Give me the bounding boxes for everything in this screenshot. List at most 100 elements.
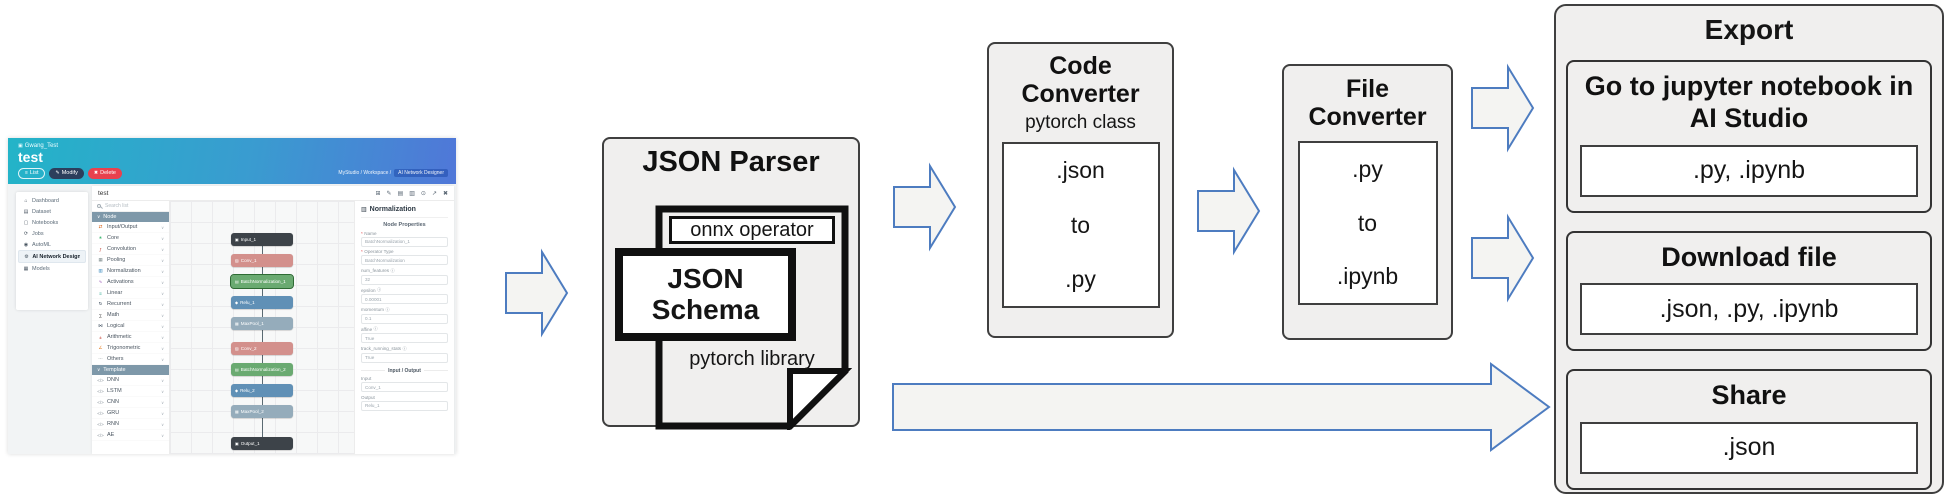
property-input[interactable]: True — [361, 352, 448, 363]
palette-item[interactable]: </> DNN — [92, 375, 169, 386]
graph-node[interactable]: ▤ BatchNormalization_2 — [231, 363, 293, 376]
chevron-down-icon — [161, 291, 164, 296]
palette-item[interactable]: ≡ Linear — [92, 288, 169, 299]
graph-node[interactable]: ▦ MaxPool_1 — [231, 317, 293, 330]
palette-item-label: Normalization — [107, 268, 141, 274]
graph-node[interactable]: ◆ Relu_1 — [231, 296, 293, 309]
graph-node[interactable]: ▦ MaxPool_2 — [231, 405, 293, 418]
sidebar-item[interactable]: ⟳ Jobs — [18, 228, 86, 239]
info-icon — [377, 287, 381, 293]
sidebar-item-label: Dataset — [32, 208, 51, 215]
palette-item-icon: ∠ — [98, 345, 103, 350]
app-sidebar: ⌂ Dashboard ▤ Dataset ▢ Notebooks ⟳ — [16, 192, 88, 310]
canvas-toolbar-icon[interactable]: ✎ — [386, 190, 392, 197]
canvas-toolbar-icon[interactable]: ▥ — [409, 190, 415, 197]
breadcrumb-current[interactable]: AI Network Designer — [394, 169, 448, 177]
app-header: ▣ Gwang_Test test ≡ List ✎ Modify — [8, 138, 456, 184]
property-field: Name BatchNormalization_1 — [361, 231, 448, 247]
property-input[interactable]: 32 — [361, 274, 448, 285]
palette-item-label: Convolution — [107, 246, 137, 252]
palette-item[interactable]: </> RNN — [92, 419, 169, 430]
palette-search-input[interactable]: Search list — [92, 201, 169, 212]
io-section-heading: Input / Output — [361, 368, 448, 374]
graph-node[interactable]: ▨ Conv_2 — [231, 342, 293, 355]
palette-item[interactable]: ± Arithmetic — [92, 332, 169, 343]
property-label: Input — [361, 376, 372, 381]
palette-item-icon: </> — [97, 388, 104, 394]
io-field: Input Conv_1 — [361, 376, 448, 392]
export-title: Export — [1704, 14, 1794, 45]
property-input[interactable]: Relu_1 — [361, 400, 448, 411]
palette-item[interactable]: ƒ Convolution — [92, 244, 169, 255]
sidebar-item[interactable]: ◉ AutoML — [18, 239, 86, 250]
graph-node-icon: ▣ — [235, 237, 239, 242]
property-input[interactable]: 0.1 — [361, 313, 448, 324]
header-button[interactable]: ≡ List — [18, 167, 46, 179]
palette-item[interactable]: ∗ Core — [92, 233, 169, 244]
export-box: Export Go to jupyter notebook in AI Stud… — [1554, 4, 1944, 494]
graph-node[interactable]: ▣ Output_1 — [231, 437, 293, 450]
palette-item-label: DNN — [107, 377, 119, 383]
property-input[interactable]: BatchNormalization_1 — [361, 236, 448, 247]
property-input[interactable]: Conv_1 — [361, 382, 448, 392]
sidebar-item[interactable]: ▢ Notebooks — [18, 217, 86, 228]
canvas-toolbar-icon[interactable]: ⊙ — [420, 190, 426, 197]
palette-item-icon: ≡ — [99, 290, 102, 296]
app-body: ⌂ Dashboard ▤ Dataset ▢ Notebooks ⟳ — [8, 184, 456, 454]
palette-item[interactable]: ↻ Recurrent — [92, 299, 169, 310]
palette-item[interactable]: ∿ Activations — [92, 277, 169, 288]
palette-section-header[interactable]: Template — [92, 365, 169, 375]
property-input[interactable]: BatchNormalization — [361, 255, 448, 265]
palette-item[interactable]: </> GRU — [92, 408, 169, 419]
pytorch-class-label: pytorch class — [1025, 112, 1136, 133]
property-input[interactable]: True — [361, 333, 448, 343]
sidebar-item[interactable]: ⚙ AI Network Designer — [18, 250, 86, 263]
sidebar-item[interactable]: ⌂ Dashboard — [18, 195, 86, 206]
code-converter-title: Code Converter — [1021, 52, 1140, 108]
design-canvas[interactable]: ▣ Input_1 ▨ Conv_1 ▤ — [170, 201, 354, 454]
graph-node[interactable]: ◆ Relu_2 — [231, 384, 293, 397]
canvas-toolbar-icon[interactable]: ⊞ — [375, 190, 381, 197]
palette-item[interactable]: </> LSTM — [92, 386, 169, 397]
export-option-title: Share — [1711, 380, 1787, 411]
graph-node[interactable]: ▤ BatchNormalization_1 — [230, 274, 294, 289]
search-placeholder: Search list — [105, 203, 129, 209]
palette-item[interactable]: ⋈ Logical — [92, 321, 169, 332]
palette-item[interactable]: ⋯ Others — [92, 354, 169, 365]
palette-item[interactable]: </> AE — [92, 430, 169, 441]
export-option[interactable]: Go to jupyter notebook in AI Studio .py,… — [1566, 60, 1932, 213]
property-label: affine — [361, 326, 448, 332]
canvas-toolbar-icon[interactable]: ↗ — [431, 190, 437, 197]
property-input[interactable]: 0.00001 — [361, 294, 448, 304]
palette-item[interactable]: ∠ Trigonometric — [92, 343, 169, 354]
palette-item[interactable]: ∑ Math — [92, 310, 169, 321]
json-parser-title: JSON Parser — [642, 146, 820, 178]
button-icon: ✖ — [93, 170, 99, 177]
palette-item[interactable]: </> CNN — [92, 397, 169, 408]
palette-item-label: Math — [107, 312, 120, 318]
palette-item[interactable]: ⇄ Input/Output — [92, 222, 169, 233]
export-option[interactable]: Share .json — [1566, 369, 1932, 490]
sidebar-item[interactable]: ▤ Dataset — [18, 206, 86, 217]
palette-item-label: Recurrent — [107, 301, 132, 307]
header-button[interactable]: ✖ Delete — [87, 167, 122, 179]
palette-item[interactable]: ▦ Pooling — [92, 255, 169, 266]
palette-item-icon: ∑ — [98, 312, 103, 318]
graph-node[interactable]: ▣ Input_1 — [231, 233, 293, 246]
graph-node[interactable]: ▨ Conv_1 — [231, 254, 293, 267]
sidebar-item[interactable]: ▦ Models — [18, 263, 86, 274]
info-icon — [374, 326, 378, 332]
palette-item[interactable]: ▥ Normalization — [92, 266, 169, 277]
export-option[interactable]: Download file .json, .py, .ipynb — [1566, 230, 1932, 352]
palette-item-icon: ± — [99, 334, 102, 340]
graph-node-icon: ▦ — [235, 409, 239, 414]
palette-item-label: Input/Output — [107, 224, 138, 230]
palette-section-header[interactable]: Node — [92, 212, 169, 222]
chevron-down-icon — [161, 280, 164, 285]
property-label: Output — [361, 394, 375, 400]
header-button[interactable]: ✎ Modify — [49, 167, 84, 179]
canvas-toolbar-icon[interactable]: ✖ — [442, 190, 448, 197]
canvas-toolbar-icon[interactable]: ▤ — [397, 190, 404, 197]
chevron-down-icon — [161, 236, 164, 241]
